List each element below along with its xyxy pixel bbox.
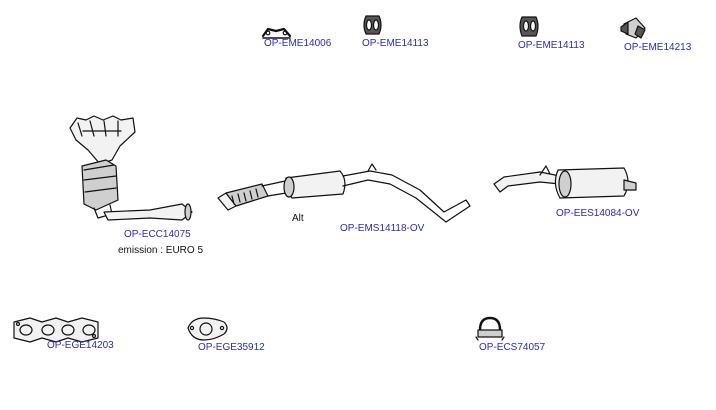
emission-note: emission : EURO 5 (118, 245, 204, 256)
part-code-clamp[interactable]: OP-ECS74057 (479, 342, 546, 353)
part-code-manifold-gasket[interactable]: OP-EGE14203 (47, 340, 114, 351)
part-code-rear-silencer[interactable]: OP-EES14084-OV (556, 208, 640, 219)
middle-silencer-icon[interactable] (217, 163, 471, 223)
rubber-ring-hanger-icon[interactable] (519, 16, 539, 37)
part-code-hanger-4[interactable]: OP-EME14213 (624, 42, 692, 53)
part-code-flange-gasket[interactable]: OP-EGE35912 (198, 342, 265, 353)
rubber-block-hanger-icon[interactable] (620, 17, 646, 39)
part-code-hanger-2[interactable]: OP-EME14113 (362, 38, 429, 49)
rear-silencer-icon[interactable] (493, 165, 637, 199)
rubber-ring-hanger-icon[interactable] (363, 15, 382, 35)
part-code-hanger-1[interactable]: OP-EME14006 (264, 38, 332, 49)
part-code-middle-silencer[interactable]: OP-EMS14118-OV (340, 223, 425, 234)
part-code-catalyst[interactable]: OP-ECC14075 (124, 229, 191, 240)
catalytic-converter-icon[interactable] (69, 115, 193, 221)
manifold-gasket-icon[interactable] (13, 317, 99, 343)
alt-note: Alt (292, 213, 304, 224)
part-code-hanger-3[interactable]: OP-EME14113 (518, 40, 585, 51)
u-clamp-icon[interactable] (475, 316, 505, 341)
flange-gasket-icon[interactable] (187, 317, 228, 341)
rubber-hanger-icon[interactable] (261, 27, 292, 39)
